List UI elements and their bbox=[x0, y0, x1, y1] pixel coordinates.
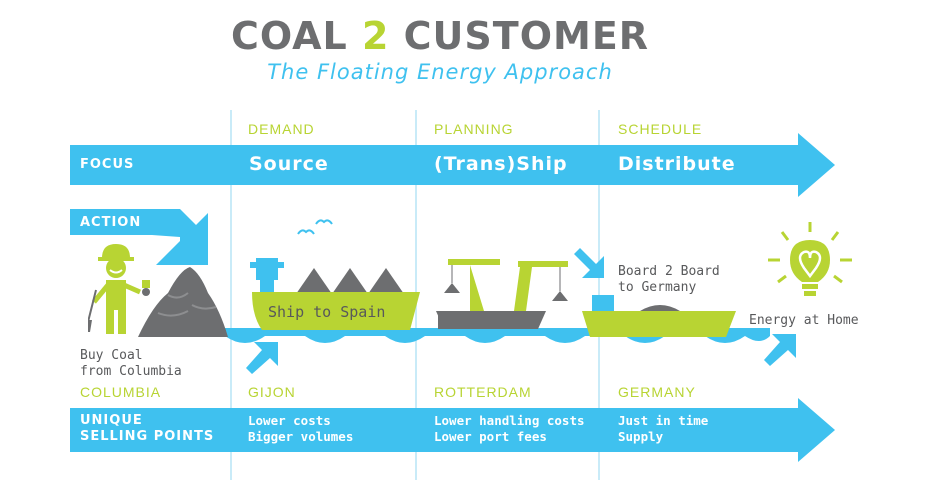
usp-arrow bbox=[70, 398, 835, 462]
coal-pile-icon bbox=[138, 267, 228, 337]
page-subtitle: The Floating Energy Approach bbox=[267, 60, 613, 84]
board-line2: to Germany bbox=[618, 280, 697, 295]
usp-label-line1: UNIQUE bbox=[80, 413, 143, 428]
usp-gijon-2: Bigger volumes bbox=[248, 429, 354, 444]
location-gijon: GIJON bbox=[248, 384, 296, 400]
usp-rotterdam-1: Lower handling costs bbox=[434, 413, 585, 428]
crane-icon bbox=[436, 259, 568, 329]
arrow-up-right-icon-2 bbox=[764, 334, 796, 366]
title-part1: COAL bbox=[230, 14, 348, 58]
usp-germany-2: Supply bbox=[618, 429, 664, 444]
buy-coal-line1: Buy Coal bbox=[80, 348, 143, 363]
action-label: ACTION bbox=[80, 215, 142, 230]
lightbulb-icon bbox=[768, 222, 852, 296]
title-part2: CUSTOMER bbox=[403, 14, 650, 58]
energy-label: Energy at Home bbox=[749, 313, 859, 328]
action-arrow bbox=[70, 209, 208, 265]
column-head-schedule: SCHEDULE bbox=[618, 121, 703, 137]
water-waves bbox=[225, 328, 770, 343]
board-line1: Board 2 Board bbox=[618, 264, 720, 279]
usp-germany-1: Just in time bbox=[618, 413, 709, 428]
worker-icon bbox=[88, 244, 150, 334]
focus-arrow bbox=[70, 133, 835, 197]
column-divider bbox=[230, 110, 232, 480]
title-num: 2 bbox=[361, 14, 390, 58]
arrow-down-right-icon bbox=[574, 248, 604, 278]
column-head-planning: PLANNING bbox=[434, 121, 514, 137]
barge-icon bbox=[582, 295, 736, 337]
usp-label-line2: SELLING POINTS bbox=[80, 429, 215, 444]
focus-source: Source bbox=[249, 153, 329, 175]
ship-label: Ship to Spain bbox=[268, 303, 386, 321]
focus-label: FOCUS bbox=[80, 157, 135, 172]
ship-icon bbox=[250, 258, 420, 330]
location-rotterdam: ROTTERDAM bbox=[434, 384, 532, 400]
column-head-demand: DEMAND bbox=[248, 121, 315, 137]
focus-transship: (Trans)Ship bbox=[434, 153, 568, 175]
focus-distribute: Distribute bbox=[618, 153, 736, 175]
page-title: COAL 2 CUSTOMER bbox=[0, 14, 880, 58]
bird-icon bbox=[297, 219, 333, 235]
usp-rotterdam-2: Lower port fees bbox=[434, 429, 547, 444]
location-columbia: COLUMBIA bbox=[80, 384, 162, 400]
buy-coal-line2: from Columbia bbox=[80, 364, 182, 379]
location-germany: GERMANY bbox=[618, 384, 696, 400]
arrow-up-right-icon bbox=[246, 342, 278, 374]
usp-gijon-1: Lower costs bbox=[248, 413, 331, 428]
